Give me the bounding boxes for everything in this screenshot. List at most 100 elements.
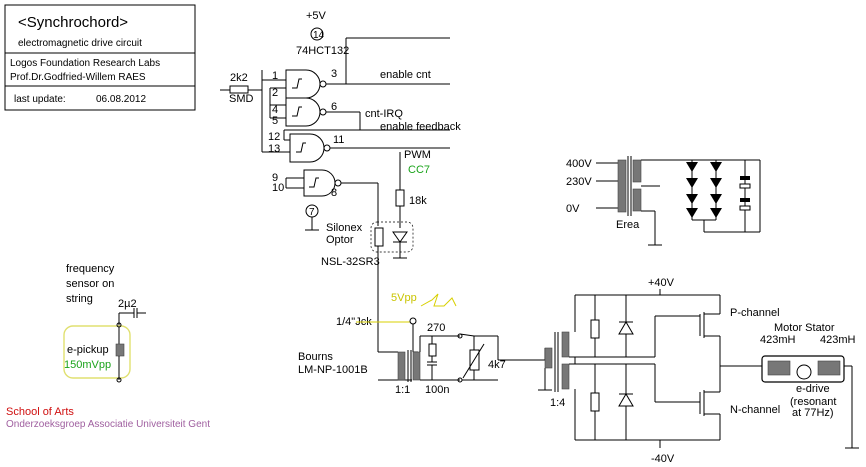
drive-note-2: at 77Hz) [792,407,834,419]
string-magnet-icon [796,364,812,380]
last-update-label: last update: [14,94,66,105]
transformer-brand: Erea [616,219,640,231]
capacitor-100n-label: 100n [425,384,449,396]
transformer-2-secondary [561,331,570,358]
transformer-1-ratio: 1:1 [395,384,410,396]
pwm-label: PWM [404,149,431,161]
pin-label: 1 [272,70,278,82]
filter-capacitor [739,205,751,211]
jack-terminal [409,317,417,325]
terminal [116,322,122,328]
supply-pin-marker [310,27,324,41]
school-label: School of Arts [6,406,74,418]
pin-label: 4 [272,104,278,116]
n-channel-mosfet [699,366,721,425]
optocoupler-part: NSL-32SR3 [321,256,380,268]
input-stage: 1/4"Jck 5Vpp 1:1 Bourns LM-NP-1001B 270 … [298,292,552,396]
nand-gate-4 [285,169,379,226]
pin-label: 6 [331,101,337,113]
group-label: Onderzoeksgroep Associatie Universiteit … [6,419,210,430]
stator-title: Motor Stator [774,322,835,334]
zener-diode-n [618,393,634,407]
transformer-2-primary [544,347,553,369]
pin-label: 13 [268,143,280,155]
cnt-irq-label: cnt-IRQ [365,108,403,120]
switch-lever [459,333,475,337]
gnd-pin-number: 7 [309,207,315,218]
transformer-brand: Bourns [298,351,333,363]
rectifier-diode [710,162,722,172]
zener-diode-p [618,321,634,335]
transformer-part: LM-NP-1001B [298,364,368,376]
resistor-18k [395,189,405,207]
potentiometer-label: 4k7 [488,359,506,371]
ldr-resistor [374,227,384,247]
resistor-18k-label: 18k [409,195,427,207]
transformer-2-secondary [561,363,570,390]
rectifier-diode [686,178,698,188]
mains-transformer-secondary [632,188,642,212]
rectifier-diode [710,178,722,188]
pickup-highlight [63,325,131,379]
jack-label: 1/4"Jck [336,316,372,328]
resistor-2k2 [229,85,249,94]
nand-gate-3 [262,129,450,163]
v0-label: 0V [566,203,580,215]
pin-label: 12 [268,131,280,143]
rectifier-diode [710,194,722,204]
inductor-1-label: 423mH [760,334,796,346]
rectifier-diode [686,162,698,172]
mains-transformer-secondary [632,159,642,183]
transformer-1-coil [397,351,406,381]
filter-capacitor [740,176,750,180]
ic-name: 74HCT132 [296,45,349,57]
output-stage: +40V -40V P-channel [569,277,859,465]
stator-coil-1 [767,360,791,376]
motor-stator-frame [761,355,845,383]
pin-label: 3 [331,68,337,80]
transformer-1-coil [412,351,421,381]
waveform-icon [420,293,457,307]
rectifier-diode [686,194,698,204]
pin-label: 2 [272,87,278,99]
enable-feedback-label: enable feedback [380,121,461,133]
title-block: <Synchrochord> electromagnetic drive cir… [4,4,196,111]
optocoupler-package [370,221,414,253]
led-diode [392,231,408,243]
pin-label: 10 [272,182,284,194]
last-update-value: 06.08.2012 [96,94,146,105]
pin-label: 8 [331,187,337,199]
transformer-2-ratio: 1:4 [550,397,565,409]
resistor-value: 2k2 [230,72,248,84]
pickup-coil [115,343,125,357]
optocoupler-section: 18k Silonex Optor NSL-32SR3 [321,152,427,352]
drive-note-1: (resonant [790,396,836,408]
enable-cnt-label: enable cnt [380,69,431,81]
n-channel-label: N-channel [730,404,780,416]
pickup-caption: frequency [66,263,115,275]
pin-label: 9 [272,172,278,184]
nand-gate-1 [262,37,450,99]
v400-label: 400V [566,158,592,170]
rectifier-diode [710,208,722,218]
resistor-270 [428,343,437,357]
pickup-section: frequency sensor on string 2µ2 e-pickup … [63,263,146,383]
pin-label: 5 [272,115,278,127]
subtitle-text: electromagnetic drive circuit [18,38,142,49]
stator-coil-2 [817,360,841,376]
title-text: <Synchrochord> [18,14,128,31]
optocoupler-brand: Silonex [326,222,363,234]
pin-label: 11 [333,134,344,146]
pickup-caption: string [66,293,93,305]
gate-resistor-n [590,392,600,412]
logic-section: +5V 14 74HCT132 2k2 SMD 1 2 3 enable cnt [220,10,461,231]
rectifier-diode [686,208,698,218]
terminal [116,377,122,383]
vneg-label: -40V [651,453,675,465]
v230-label: 230V [566,176,592,188]
nand-gate-2 [269,88,450,131]
supply-label: +5V [306,10,327,22]
supply-pin-number: 14 [313,30,325,41]
